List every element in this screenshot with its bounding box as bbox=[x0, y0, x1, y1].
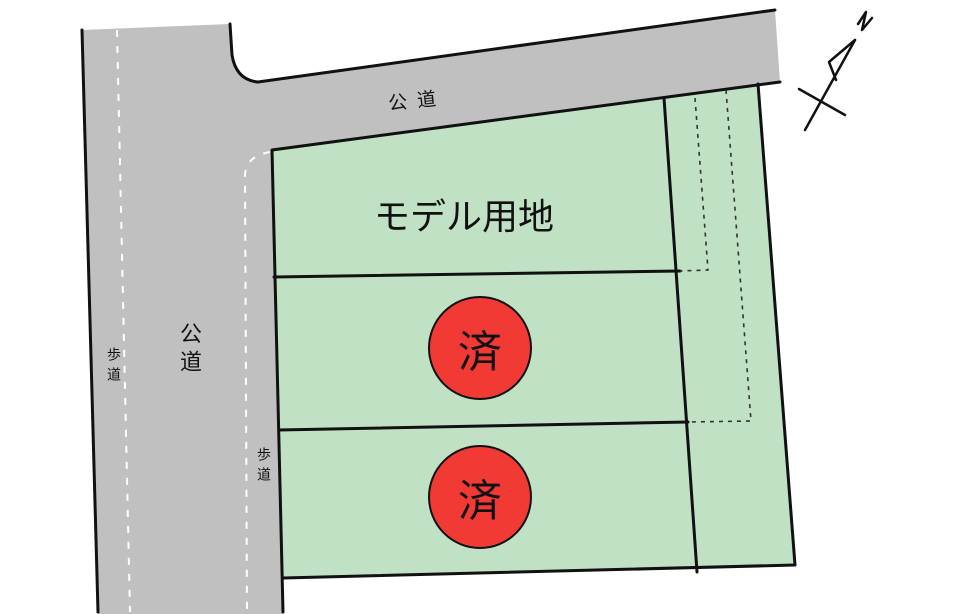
model-lot-label: モデル用地 bbox=[374, 197, 555, 238]
sidewalk-label-right: 歩道 bbox=[255, 447, 271, 487]
lot-divider-2 bbox=[277, 420, 690, 432]
lot-boundary bbox=[270, 80, 782, 614]
sidewalk-label-left: 歩道 bbox=[105, 347, 121, 387]
road-area bbox=[82, 10, 780, 614]
lot-right-edge bbox=[281, 82, 797, 580]
road-corner-edge bbox=[228, 8, 777, 84]
sold-badge: 済 bbox=[428, 445, 532, 549]
dashed-boundary-2 bbox=[687, 89, 752, 423]
sold-badge: 済 bbox=[428, 296, 532, 400]
sidewalk-line-right bbox=[243, 151, 271, 613]
public-road-label-left: 公道 bbox=[176, 322, 201, 378]
road-edge-left bbox=[80, 28, 100, 614]
lot-divider-1 bbox=[272, 269, 682, 279]
lot-area bbox=[272, 84, 795, 578]
sidewalk-line-left bbox=[116, 29, 131, 613]
lot-divider-vertical bbox=[662, 96, 699, 574]
north-arrow-icon bbox=[797, 10, 874, 132]
dashed-boundary-1 bbox=[679, 97, 709, 272]
